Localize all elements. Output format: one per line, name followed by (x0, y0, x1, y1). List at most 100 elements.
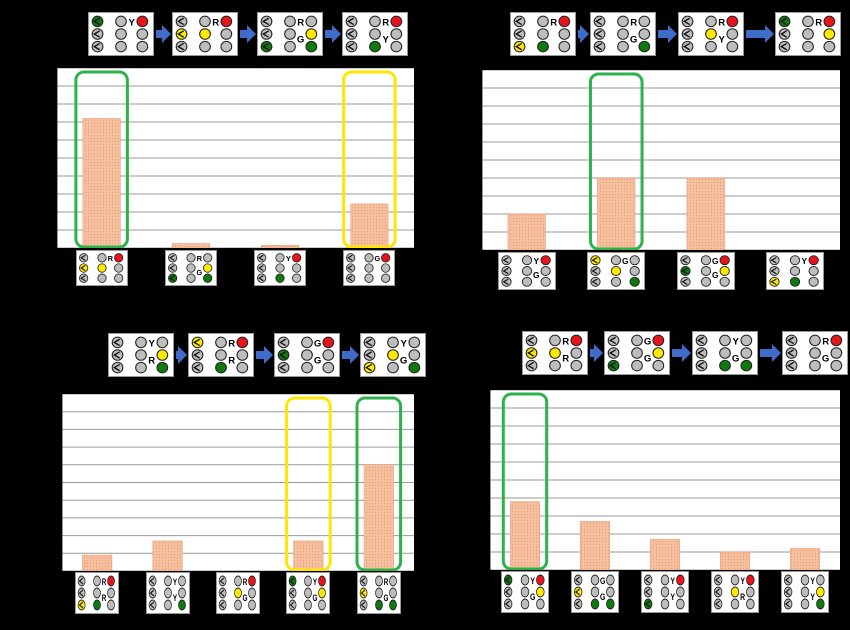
sequence-arrow-icon (340, 345, 360, 370)
signal-label: R (815, 18, 822, 29)
signal-lamp (364, 273, 374, 283)
signal-lamp (607, 334, 620, 347)
signal-lamp (681, 40, 694, 53)
signal-lamp (260, 15, 273, 28)
signal-lamp (177, 599, 186, 611)
signal-lamp (167, 263, 178, 273)
signal-lamp (202, 263, 213, 273)
signal-arrow (79, 264, 86, 272)
bar (350, 203, 389, 248)
traffic-signal-graphic: RR (191, 336, 249, 374)
signal-arrow (681, 278, 688, 286)
signal-lamp (388, 599, 397, 611)
signal-label: G (297, 34, 304, 45)
signal-lamp (186, 253, 196, 263)
signal-arrow (770, 278, 777, 286)
signal-lamp (570, 334, 583, 347)
signal-arrow (261, 30, 270, 38)
signal-label: Y (148, 339, 155, 350)
traffic-signal-graphic: RG (593, 15, 651, 53)
signal-lamp (111, 349, 124, 361)
signal-arrow (574, 576, 580, 584)
signal-arrow (682, 42, 691, 51)
signal-lamp (705, 28, 717, 40)
signal-lamp (816, 586, 825, 598)
signal-lamp (537, 28, 549, 40)
signal-lamp (177, 587, 186, 599)
signal-lamp (713, 574, 723, 586)
signal-lamp (388, 575, 397, 587)
signal-arrow (784, 600, 790, 608)
signal-arrow (514, 42, 523, 51)
arrow-shape (746, 25, 774, 43)
signal-arrow (608, 361, 617, 370)
signal-lamp (573, 586, 583, 598)
signal-lamp (234, 575, 242, 587)
traffic-signal-graphic: GG (277, 336, 335, 374)
signal-lamp (816, 574, 825, 586)
signal-lamp (593, 28, 606, 40)
signal-lamp (363, 361, 376, 374)
sequence-arrow-icon (576, 24, 590, 49)
signal-arrow (219, 589, 225, 597)
bar-chart-svg (62, 394, 414, 571)
signal-lamp (590, 255, 601, 266)
signal-lamp (234, 587, 242, 599)
signal-label: Y (810, 592, 815, 602)
sequence-arrow-icon (758, 343, 782, 368)
signal-lamp (322, 336, 335, 349)
signal-lamp (638, 28, 651, 40)
signal-arrow (112, 363, 121, 372)
signal-lamp (536, 586, 545, 598)
signal-lamp (215, 349, 227, 361)
signal-lamp (540, 276, 551, 287)
signal-arrow (360, 577, 366, 585)
signal-lamp (525, 359, 538, 372)
signal-arrow (347, 264, 353, 272)
bar (171, 243, 210, 248)
signal-lamp (236, 361, 249, 374)
signal-lamp (785, 334, 798, 347)
bar (82, 554, 113, 571)
arrow-shape (672, 344, 691, 362)
signal-lamp (374, 599, 383, 611)
signal-lamp (135, 361, 147, 374)
signal-lamp (513, 40, 526, 53)
signal-arrow (574, 588, 580, 596)
arrow-shape (590, 344, 603, 362)
signal-lamp (558, 40, 571, 53)
signal-lamp (163, 587, 172, 599)
traffic-signal-graphic: YR (713, 574, 755, 610)
signal-arrow (504, 588, 510, 596)
signal-arrow (346, 30, 355, 38)
traffic-signal-graphic: GG (607, 334, 665, 372)
signal-arrow (347, 254, 353, 261)
signal-arrow (258, 264, 264, 272)
signal-arrow (526, 336, 535, 345)
signal-lamp (318, 575, 327, 587)
signal-lamp (726, 40, 739, 53)
signal-lamp (695, 334, 708, 347)
signal-lamp (359, 599, 368, 611)
signal-lamp (785, 359, 798, 372)
signal-lamp (148, 575, 157, 587)
signal-label: R (822, 337, 829, 348)
category-signal-icon: G (587, 252, 646, 290)
signal-arrow (278, 363, 287, 372)
signal-lamp (381, 263, 391, 273)
signal-lamp (520, 598, 530, 610)
traffic-signal-graphic: RG (167, 253, 213, 283)
arrow-shape (760, 344, 781, 362)
bar-chart-svg (57, 68, 414, 248)
signal-arrow (779, 42, 788, 51)
signal-lamp (304, 599, 313, 611)
sequence-arrow-graphic (658, 25, 677, 43)
traffic-signal-graphic: YG (695, 334, 753, 372)
arrow-shape (176, 346, 187, 364)
arrow-shape (325, 25, 341, 43)
signal-arrow (514, 17, 523, 26)
traffic-signal-graphic: RR (525, 334, 583, 372)
signal-label: G (196, 268, 202, 277)
